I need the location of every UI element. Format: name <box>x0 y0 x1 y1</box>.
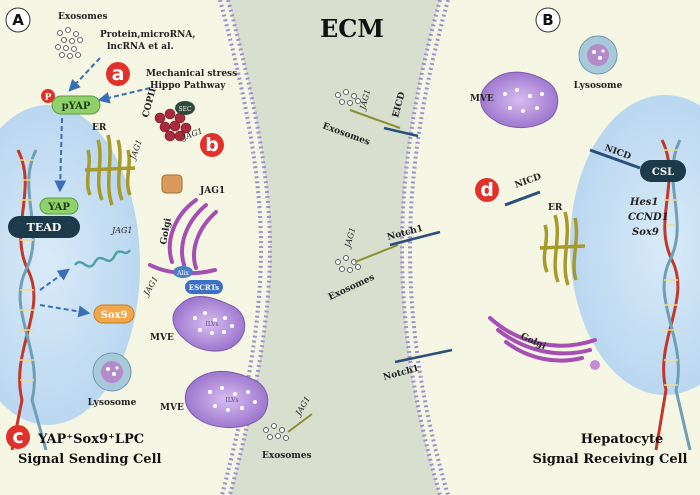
exosome-cluster-top <box>55 27 83 59</box>
yap-protein: YAP <box>39 197 79 215</box>
er-left-label: ER <box>92 123 107 133</box>
tead-protein: TEAD <box>8 216 80 238</box>
ecm-eicd-receptor <box>383 126 419 138</box>
svg-text:d: d <box>480 179 494 201</box>
ecm-title: ECM <box>320 14 384 43</box>
lysosome-left <box>92 352 132 392</box>
er-right <box>539 211 586 286</box>
step-marker-b: b <box>200 133 224 157</box>
left-dna-helix <box>10 149 48 451</box>
golgi-left <box>148 198 218 276</box>
cargo-label-line2: lncRNA et al. <box>107 42 174 52</box>
pyap-protein: pYAP <box>51 95 101 115</box>
svg-text:c: c <box>12 426 23 448</box>
golgi-right-vesicle <box>590 360 600 370</box>
left-cell-title-line2: Signal Sending Cell <box>18 452 162 467</box>
golgi-vesicle <box>161 174 183 194</box>
arrow-stimulus-to-pyap <box>97 87 151 104</box>
mve-left-bottom-label: MVE <box>160 403 184 413</box>
nicd-mid-fragment <box>504 190 541 207</box>
left-nucleus <box>0 105 140 425</box>
step-marker-d: d <box>475 178 499 202</box>
svg-text:ILVs: ILVs <box>205 321 218 328</box>
svg-text:CSL: CSL <box>652 167 674 178</box>
panel-label-b: B <box>535 7 561 33</box>
mve-left-mid: ILVs <box>172 296 246 352</box>
exosomes-top-label: Exosomes <box>58 12 108 22</box>
svg-text:B: B <box>542 11 553 29</box>
ecm-jag1-mid-ligand <box>354 244 399 263</box>
svg-text:ESCRTs: ESCRTs <box>189 283 219 292</box>
lysosome-left-label: Lysosome <box>88 398 137 408</box>
sec-complex: SEC <box>175 101 195 115</box>
svg-text:A: A <box>12 11 24 29</box>
gene-sox9: Sox9 <box>632 227 659 238</box>
nicd-top-fragment <box>589 148 641 170</box>
right-cell-membrane-inner <box>407 0 450 495</box>
step-marker-a: a <box>106 62 130 86</box>
lysosome-right <box>578 35 618 75</box>
er-left <box>84 134 136 206</box>
gene-hes1: Hes1 <box>629 197 658 208</box>
jag1-mrna <box>73 249 132 268</box>
svg-text:YAP: YAP <box>47 202 70 213</box>
p-phosphate: P <box>41 89 55 103</box>
arrow-pyap-to-yap <box>54 117 67 193</box>
escrts-complex: ESCRTs <box>185 280 223 294</box>
svg-text:P: P <box>45 93 52 103</box>
svg-text:TEAD: TEAD <box>27 221 62 234</box>
stimulus-label-line2: Hippo Pathway <box>150 81 226 91</box>
svg-text:b: b <box>205 134 219 156</box>
right-cell-membrane-outer <box>399 0 442 495</box>
jag1-gene-label: JAG1 <box>110 226 132 235</box>
exosome-cluster-bottom <box>263 423 289 441</box>
ecm-notch1-mid-receptor <box>389 230 441 247</box>
jag1-ligand-bottom <box>287 413 313 433</box>
panel-label-a: A <box>5 7 31 33</box>
arrow-to-jag1 <box>39 268 70 291</box>
copii-vesicles <box>154 108 192 142</box>
exosomes-bottom-label: Exosomes <box>262 451 312 461</box>
er-right-label: ER <box>548 203 563 213</box>
stimulus-label-line1: Mechanical stress <box>146 69 237 79</box>
cargo-label-line1: Protein,microRNA, <box>100 30 195 40</box>
lysosome-right-label: Lysosome <box>574 81 623 91</box>
ecm-exosome-mid <box>335 255 361 273</box>
ecm-exosome-top <box>335 89 361 106</box>
mve-left-bottom: ILVs <box>185 370 269 429</box>
mve-right <box>480 71 559 128</box>
gene-ccnd1: CCND1 <box>628 212 669 223</box>
mve-left-mid-label: MVE <box>150 333 174 343</box>
svg-text:Sox9: Sox9 <box>101 310 128 321</box>
alix-protein: Alix <box>173 266 193 278</box>
golgi-jag1-label: JAG1 <box>199 186 225 196</box>
svg-text:Alix: Alix <box>176 270 189 277</box>
step-marker-c: c <box>6 425 30 449</box>
ecm-jag1-top-ligand <box>349 109 401 129</box>
sox9-protein: Sox9 <box>93 304 135 324</box>
arrow-exosome-to-pyap <box>68 57 101 92</box>
golgi-left-label: Golgi <box>159 217 174 246</box>
svg-text:ILVs: ILVs <box>225 397 238 404</box>
svg-text:pYAP: pYAP <box>62 101 91 112</box>
csl-protein: CSL <box>640 160 686 182</box>
left-cell-title-line1: YAP⁺Sox9⁺LPC <box>37 432 144 447</box>
mve-right-label: MVE <box>470 94 494 104</box>
right-cell-title-line2: Signal Receiving Cell <box>532 452 687 467</box>
svg-text:a: a <box>112 63 125 85</box>
right-cell-title-line1: Hepatocyte <box>581 432 664 447</box>
golgi-right <box>488 316 597 363</box>
ecm-notch1-bottom-receptor <box>394 348 453 364</box>
arrow-to-sox9 <box>39 304 91 318</box>
svg-text:SEC: SEC <box>178 106 191 113</box>
